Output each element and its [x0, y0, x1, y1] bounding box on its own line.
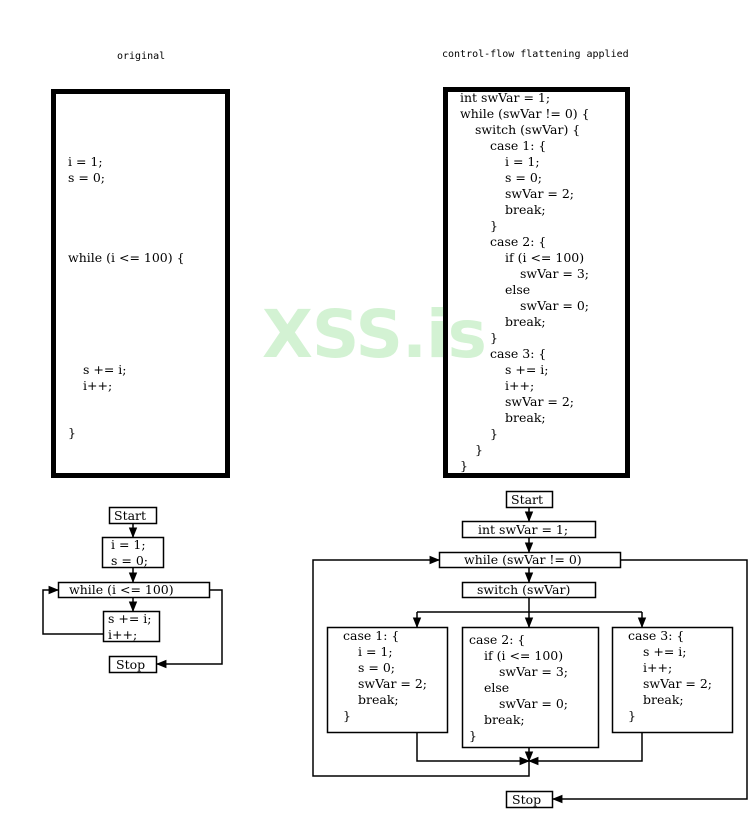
- code-line: swVar = 3;: [499, 664, 569, 679]
- orig-body-label: i++;: [108, 627, 138, 642]
- original-heading: original: [117, 51, 166, 62]
- flat-merge-edge: [527, 733, 643, 766]
- flat-start-box: [505, 490, 554, 509]
- code-line: else: [484, 680, 510, 695]
- flat-start-label: Start: [511, 492, 544, 507]
- orig-init-label: i = 1;: [111, 537, 146, 552]
- code-line: }: [490, 330, 498, 345]
- flattened-heading: control-flow flattening applied: [442, 49, 629, 60]
- code-line: case 2: {: [490, 234, 547, 249]
- code-line: int swVar = 1;: [460, 90, 551, 105]
- code-line: switch (swVar) {: [475, 122, 581, 137]
- code-line: }: [343, 708, 351, 723]
- code-line: s += i;: [505, 362, 549, 377]
- flattened-code-panel: [443, 87, 630, 478]
- code-line: break;: [505, 202, 546, 217]
- code-line: swVar = 3;: [520, 266, 590, 281]
- code-line: i = 1;: [505, 154, 540, 169]
- code-line: if (i <= 100): [505, 250, 585, 265]
- flat-loop-label: while (swVar != 0): [464, 552, 582, 567]
- orig-body-label: s += i;: [108, 611, 152, 626]
- watermark: XSS.is: [262, 296, 487, 373]
- flat-case3-box: [611, 626, 734, 734]
- code-line: if (i <= 100): [484, 648, 564, 663]
- code-line: i++;: [505, 378, 535, 393]
- flat-switch-label: switch (swVar): [477, 582, 571, 597]
- original-code-line: s += i;: [83, 362, 127, 377]
- code-line: break;: [505, 314, 546, 329]
- code-line: s = 0;: [505, 170, 542, 185]
- original-code-line: while (i <= 100) {: [68, 250, 185, 265]
- code-line: }: [490, 218, 498, 233]
- code-line: s += i;: [643, 644, 687, 659]
- code-line: else: [505, 282, 531, 297]
- original-code-line: i = 1;: [68, 154, 103, 169]
- orig-exit-edge: [155, 589, 223, 669]
- code-line: swVar = 0;: [499, 696, 569, 711]
- code-line: break;: [358, 692, 399, 707]
- code-line: swVar = 2;: [643, 676, 713, 691]
- code-line: break;: [643, 692, 684, 707]
- orig-start-box: [108, 506, 158, 525]
- orig-start-label: Start: [114, 508, 147, 523]
- code-line: break;: [484, 712, 525, 727]
- code-line: while (swVar != 0) {: [460, 106, 590, 121]
- code-line: }: [628, 708, 636, 723]
- code-line: }: [475, 442, 483, 457]
- flat-stop-label: Stop: [512, 792, 542, 807]
- flat-case1-box: [326, 626, 449, 734]
- code-line: case 1: {: [490, 138, 547, 153]
- code-line: s = 0;: [358, 660, 395, 675]
- orig-loop-back-edge: [42, 585, 103, 635]
- code-line: case 3: {: [490, 346, 547, 361]
- code-line: i++;: [643, 660, 673, 675]
- flat-merge-edge: [416, 733, 531, 766]
- orig-init-label: s = 0;: [111, 553, 148, 568]
- original-code-line: s = 0;: [68, 170, 105, 185]
- orig-stop-label: Stop: [116, 657, 146, 672]
- code-line: case 3: {: [628, 628, 685, 643]
- flat-init-label: int swVar = 1;: [478, 522, 569, 537]
- original-code-line: i++;: [83, 378, 113, 393]
- orig-loop-label: while (i <= 100): [69, 582, 174, 597]
- original-code-line: }: [68, 425, 76, 440]
- code-line: swVar = 2;: [505, 186, 575, 201]
- original-code-panel: [51, 89, 230, 478]
- code-line: case 2: {: [469, 632, 526, 647]
- code-line: swVar = 0;: [520, 298, 590, 313]
- code-line: swVar = 2;: [358, 676, 428, 691]
- code-line: break;: [505, 410, 546, 425]
- code-line: i = 1;: [358, 644, 393, 659]
- flat-exit-edge: [551, 559, 748, 804]
- code-line: }: [469, 728, 477, 743]
- code-line: }: [490, 426, 498, 441]
- code-line: }: [460, 458, 468, 473]
- code-line: swVar = 2;: [505, 394, 575, 409]
- code-line: case 1: {: [343, 628, 400, 643]
- flat-loop-back-edge: [312, 555, 530, 777]
